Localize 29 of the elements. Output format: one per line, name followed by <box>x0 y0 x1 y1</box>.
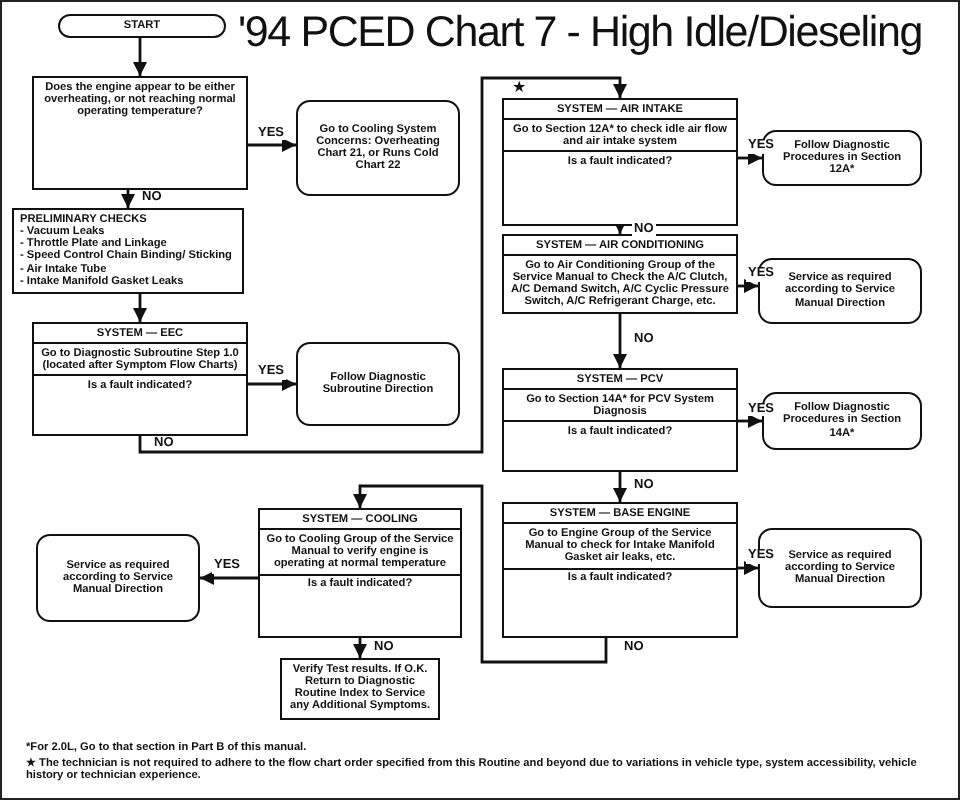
arrow <box>353 638 367 658</box>
arrow <box>133 38 147 76</box>
chart-title: '94 PCED Chart 7 - High Idle/Dieseling <box>238 8 922 60</box>
arrow <box>738 414 762 428</box>
arrow <box>613 314 627 368</box>
arrow <box>738 279 758 293</box>
arrow <box>248 138 296 152</box>
terminal-box <box>36 534 200 622</box>
system-check-box <box>258 508 462 638</box>
arrow <box>121 190 135 208</box>
system-check-box <box>502 234 738 314</box>
checklist-box <box>12 208 244 294</box>
arrow <box>738 151 762 165</box>
terminal-box <box>296 100 460 196</box>
terminal-box <box>296 342 460 426</box>
arrow <box>133 294 147 322</box>
arrow <box>613 472 627 502</box>
arrow <box>200 571 258 585</box>
arrow <box>353 484 608 664</box>
system-check-box <box>502 368 738 472</box>
arrow <box>248 377 296 391</box>
terminal-box <box>58 14 226 39</box>
system-check-box <box>502 502 738 638</box>
system-check-box <box>502 98 738 226</box>
process-box <box>32 76 248 190</box>
arrow <box>138 76 627 454</box>
arrow <box>738 561 758 575</box>
system-check-box <box>32 322 248 436</box>
footnote-mark: ★ <box>512 80 526 96</box>
